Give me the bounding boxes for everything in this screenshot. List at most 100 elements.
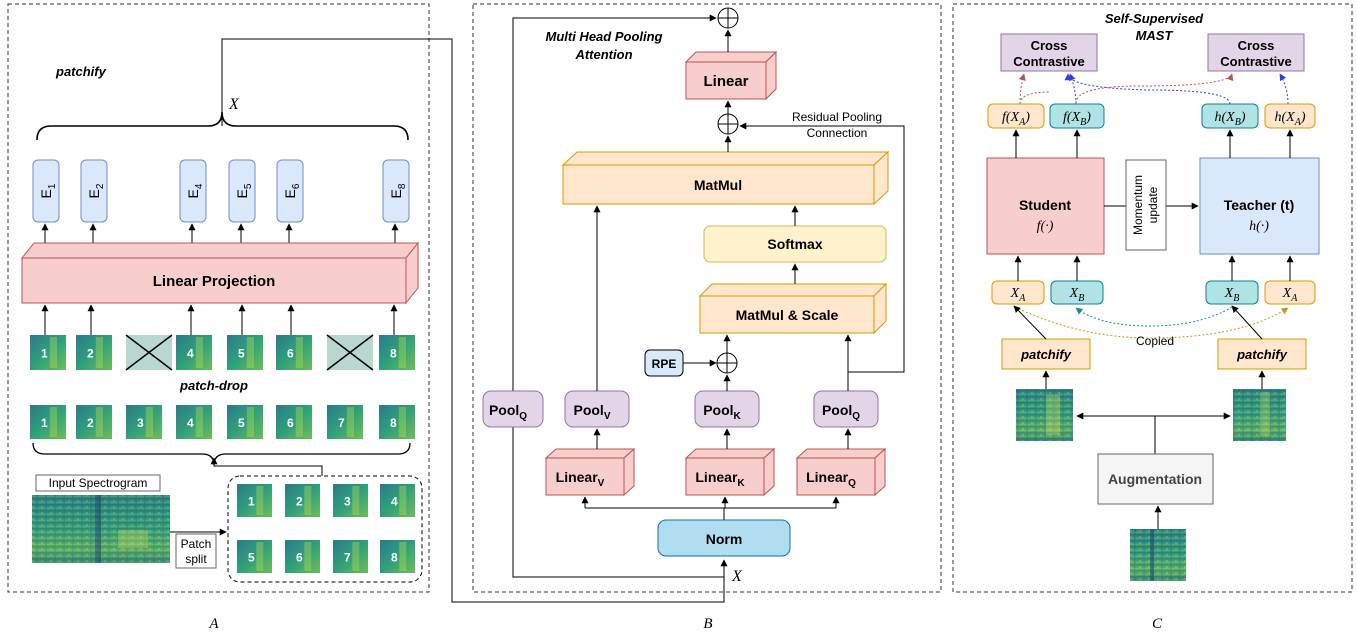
patch-number: 1 bbox=[248, 495, 255, 509]
augmentation-label: Augmentation bbox=[1108, 471, 1202, 487]
patch-number: 1 bbox=[41, 347, 48, 361]
cross-contrastive-right bbox=[1207, 33, 1305, 72]
patch-number: 5 bbox=[238, 347, 245, 361]
panel-a-frame bbox=[7, 3, 430, 593]
embedding-label: E4 bbox=[185, 183, 205, 198]
input-spectrogram-label: Input Spectrogram bbox=[49, 476, 148, 490]
patch-number: 4 bbox=[187, 347, 194, 361]
input-spectrogram-image bbox=[32, 495, 170, 563]
norm-label: Norm bbox=[706, 531, 743, 547]
patch-number: 1 bbox=[41, 416, 48, 430]
embedding-token: E5 bbox=[228, 159, 256, 258]
pool-q-skip-label: PoolQ bbox=[489, 402, 527, 422]
patch-number: 4 bbox=[187, 416, 194, 430]
split-patch: 6 bbox=[285, 540, 320, 573]
matmul-label: MatMul bbox=[694, 177, 742, 193]
input-spectrogram-label-box bbox=[35, 474, 161, 492]
kept-patch: 5 bbox=[227, 335, 263, 370]
embedding-token: E1 bbox=[32, 159, 60, 258]
input-x-label: X bbox=[731, 568, 743, 585]
embedding-token: E2 bbox=[80, 159, 108, 258]
patch: 6 bbox=[276, 405, 312, 439]
momentum-label-2: update bbox=[1146, 186, 1160, 223]
student-spectrogram bbox=[1016, 389, 1073, 441]
linear-k: LinearK bbox=[684, 447, 776, 497]
linear-q: LinearQ bbox=[795, 447, 887, 497]
linear-output-box bbox=[685, 61, 767, 100]
patch: 5 bbox=[227, 405, 263, 439]
residual-label-2: Connection bbox=[807, 126, 868, 140]
mhpa-title-2: Attention bbox=[574, 47, 632, 62]
panel-b-caption: B bbox=[703, 616, 712, 632]
teacher-patchify-label: patchify bbox=[1236, 347, 1288, 362]
panel-c-frame bbox=[952, 3, 1353, 593]
patch-number: 3 bbox=[137, 416, 144, 430]
student-fn: f(·) bbox=[1037, 219, 1054, 234]
pool-q-box bbox=[813, 390, 879, 428]
f-xa-box bbox=[987, 103, 1045, 129]
svg-text:LinearQ: LinearQ bbox=[806, 469, 856, 489]
matmul-box bbox=[562, 164, 875, 205]
teacher-spectrogram bbox=[1233, 389, 1286, 441]
cross-contrastive-left-l2: Contrastive bbox=[1013, 54, 1085, 69]
f-xb-box bbox=[1049, 103, 1105, 129]
cross-contrastive-left-l1: Cross bbox=[1031, 38, 1068, 53]
patch-brace bbox=[32, 442, 411, 466]
softmax-label: Softmax bbox=[767, 236, 822, 252]
pool-q-skip-box bbox=[482, 390, 544, 428]
pool-v-label: PoolV bbox=[573, 402, 610, 422]
student-patchify-label: patchify bbox=[1020, 347, 1072, 362]
patch-number: 8 bbox=[390, 416, 397, 430]
patchify-label: patchify bbox=[55, 64, 107, 79]
h-xb-box bbox=[1201, 103, 1259, 129]
panel-c: Self-Supervised MAST Cross Contrastive C… bbox=[952, 3, 1353, 632]
augmentation-box bbox=[1097, 453, 1214, 505]
student-label: Student bbox=[1019, 197, 1071, 213]
mhpa-title-1: Multi Head Pooling bbox=[546, 29, 663, 44]
patch: 3 bbox=[126, 405, 162, 439]
kept-patch: 4 bbox=[176, 335, 212, 370]
source-spectrogram bbox=[1130, 529, 1186, 581]
patch-number: 4 bbox=[391, 495, 398, 509]
split-patch: 2 bbox=[285, 484, 320, 517]
embedding-label: E6 bbox=[282, 183, 302, 198]
patch-number: 8 bbox=[390, 347, 397, 361]
patch-number: 8 bbox=[391, 551, 398, 565]
patch: 7 bbox=[327, 405, 363, 439]
patch-split-label-1: Patch bbox=[181, 537, 212, 551]
student-patchify-box bbox=[1001, 338, 1091, 370]
patch-number: 7 bbox=[344, 551, 351, 565]
mast-title-2: MAST bbox=[1136, 28, 1174, 43]
split-patch: 7 bbox=[333, 540, 368, 573]
residual-pooling-connection bbox=[739, 122, 905, 373]
patch-drop-label: patch-drop bbox=[179, 378, 248, 393]
residual-label-1: Residual Pooling bbox=[792, 110, 882, 124]
panel-b: Multi Head Pooling Attention Linear Resi… bbox=[472, 3, 942, 632]
patch-number: 6 bbox=[287, 347, 294, 361]
split-patch: 3 bbox=[333, 484, 368, 517]
skip-connection-line bbox=[512, 14, 725, 578]
pool-q-label: PoolQ bbox=[822, 402, 860, 422]
h-xa-box bbox=[1264, 103, 1316, 129]
patch: 4 bbox=[176, 405, 212, 439]
dropped-patch bbox=[326, 334, 374, 371]
cross-contrastive-right-l2: Contrastive bbox=[1220, 54, 1292, 69]
patch-number: 3 bbox=[344, 495, 351, 509]
cross-contrastive-left bbox=[1000, 33, 1098, 72]
pool-k-label: PoolK bbox=[703, 402, 741, 422]
dropped-patch bbox=[125, 334, 173, 371]
connector-a-to-b bbox=[221, 38, 728, 603]
panel-b-frame bbox=[472, 3, 942, 593]
patch-number: 2 bbox=[296, 495, 303, 509]
patch: 2 bbox=[76, 405, 112, 439]
momentum-label-1: Momentum bbox=[1131, 175, 1145, 235]
patch-number: 2 bbox=[87, 416, 94, 430]
matmul-scale-label: MatMul & Scale bbox=[736, 307, 839, 323]
panel-a-caption: A bbox=[208, 616, 219, 632]
rpe-label: RPE bbox=[652, 357, 677, 371]
